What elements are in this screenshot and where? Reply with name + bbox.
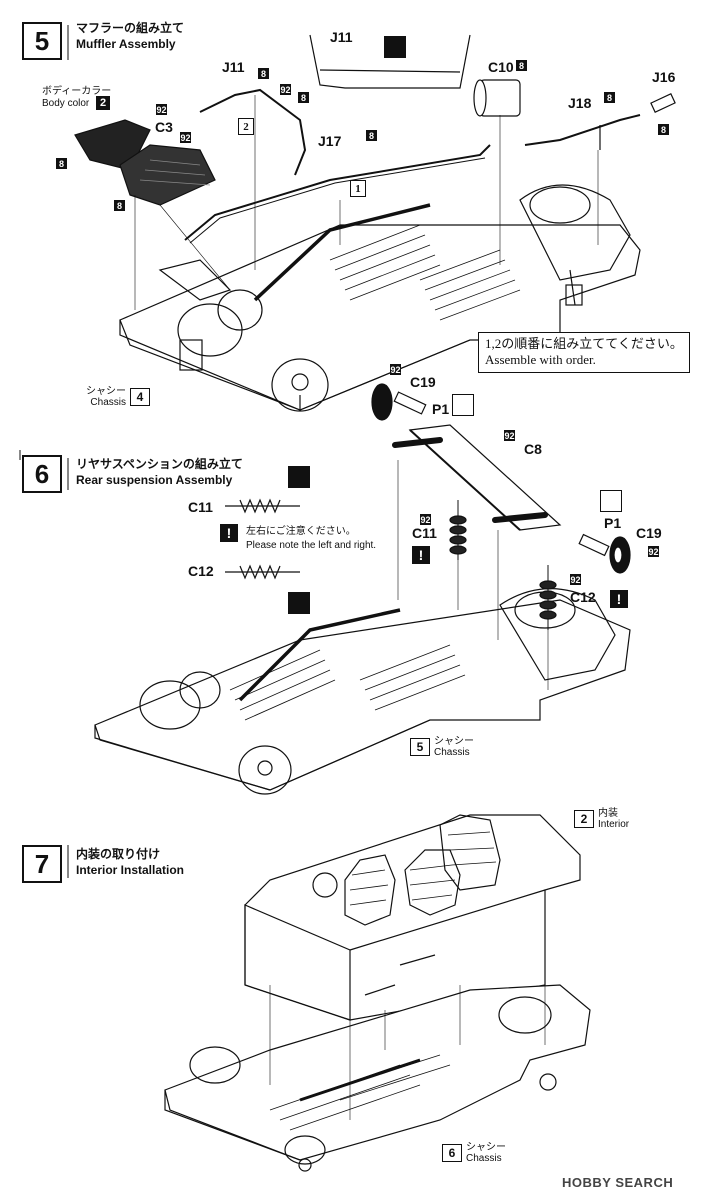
color-badge-92: 92 bbox=[420, 514, 431, 525]
part-j11-top: J11 bbox=[330, 29, 353, 45]
color-badge-8: 8 bbox=[604, 92, 615, 103]
part-c8: C8 bbox=[524, 441, 542, 457]
step7-interior-drawing bbox=[164, 814, 591, 1172]
lr-note-en: Please note the left and right. bbox=[246, 540, 377, 551]
caution-icon: ! bbox=[610, 590, 628, 608]
paint-icon bbox=[384, 36, 406, 58]
body-color-label-jp: ボディーカラー bbox=[42, 86, 112, 97]
color-badge-8: 8 bbox=[298, 92, 309, 103]
step7-title-en: Interior Installation bbox=[76, 863, 185, 877]
step6-number: 6 bbox=[22, 455, 62, 493]
chassis-ref-num: 4 bbox=[130, 388, 150, 406]
color-badge-8: 8 bbox=[658, 124, 669, 135]
color-badge-92: 92 bbox=[156, 104, 167, 115]
chassis-label-jp: シャシー bbox=[86, 386, 126, 397]
color-badge-92: 92 bbox=[570, 574, 581, 585]
chassis-label-jp: シャシー bbox=[434, 736, 474, 747]
step6-title-jp: リヤサスペンションの組み立て bbox=[76, 457, 243, 471]
chassis-label-en: Chassis bbox=[434, 747, 470, 758]
step5-title-jp: マフラーの組み立て bbox=[76, 21, 185, 35]
interior-ref-num: 2 bbox=[574, 810, 594, 828]
chassis-ref-num: 6 bbox=[442, 1144, 462, 1162]
part-j11-hanger: J11 bbox=[222, 59, 245, 75]
assembly-order-note: 1,2の順番に組み立ててください。 Assemble with order. bbox=[478, 332, 690, 373]
caution-icon: ! bbox=[412, 546, 430, 564]
lr-note-jp: 左右にご注意ください。 bbox=[246, 526, 356, 537]
step7-title-jp: 内装の取り付け bbox=[76, 847, 161, 861]
order-mark-2: 2 bbox=[238, 118, 254, 135]
color-badge-92: 92 bbox=[280, 84, 291, 95]
step7-interior-ref: 2 内装 Interior bbox=[574, 808, 629, 830]
part-c19-right: C19 bbox=[636, 525, 662, 541]
color-badge-92: 92 bbox=[648, 546, 659, 557]
part-c19-left: C19 bbox=[410, 374, 436, 390]
color-badge-8: 8 bbox=[516, 60, 527, 71]
step5-chassis-ref: シャシー Chassis 4 bbox=[86, 386, 150, 408]
assembly-order-note-en: Assemble with order. bbox=[485, 352, 596, 368]
step6-chassis-ref: 5 シャシー Chassis bbox=[410, 736, 474, 758]
step5-chassis-drawing bbox=[74, 34, 676, 412]
no-paint-icon bbox=[600, 490, 622, 512]
assembly-order-note-jp: 1,2の順番に組み立ててください。 bbox=[485, 336, 683, 351]
part-c12-detail: C12 bbox=[188, 563, 214, 579]
color-badge-8: 8 bbox=[258, 68, 269, 79]
watermark: HOBBY SEARCH bbox=[562, 1175, 674, 1190]
color-badge-92: 92 bbox=[390, 364, 401, 375]
chassis-label-jp: シャシー bbox=[466, 1142, 506, 1153]
paint-icon bbox=[288, 592, 310, 614]
part-j16: J16 bbox=[652, 69, 676, 85]
chassis-label-en: Chassis bbox=[466, 1153, 502, 1164]
color-badge-8: 8 bbox=[114, 200, 125, 211]
color-badge-92: 92 bbox=[180, 132, 191, 143]
step7-number: 7 bbox=[22, 845, 62, 883]
part-p1-right: P1 bbox=[604, 515, 622, 531]
step6-spring-detail bbox=[225, 498, 300, 580]
color-badge-8: 8 bbox=[366, 130, 377, 141]
step6-chassis-drawing bbox=[94, 383, 631, 795]
chassis-ref-num: 5 bbox=[410, 738, 430, 756]
part-j17: J17 bbox=[318, 133, 342, 149]
part-p1-left: P1 bbox=[432, 401, 450, 417]
body-color-label-en: Body color bbox=[42, 98, 90, 109]
part-j18: J18 bbox=[568, 95, 592, 111]
step6-title-en: Rear suspension Assembly bbox=[76, 473, 233, 487]
interior-label-jp: 内装 bbox=[598, 808, 618, 819]
part-c12-axle: C12 bbox=[570, 589, 596, 605]
part-c11-detail: C11 bbox=[188, 499, 213, 515]
interior-label-en: Interior bbox=[598, 819, 630, 830]
caution-icon: ! bbox=[220, 524, 238, 542]
part-c11-axle: C11 bbox=[412, 525, 437, 541]
color-badge-92: 92 bbox=[504, 430, 515, 441]
paint-icon bbox=[288, 466, 310, 488]
body-color-ref-box: 2 bbox=[96, 96, 110, 110]
step5-number: 5 bbox=[22, 22, 62, 60]
order-mark-1: 1 bbox=[350, 180, 366, 197]
color-badge-8: 8 bbox=[56, 158, 67, 169]
step7-chassis-ref: 6 シャシー Chassis bbox=[442, 1142, 506, 1164]
part-c10: C10 bbox=[488, 59, 514, 75]
part-c3: C3 bbox=[155, 119, 173, 135]
no-paint-icon bbox=[452, 394, 474, 416]
chassis-label-en: Chassis bbox=[90, 397, 126, 408]
step5-title-en: Muffler Assembly bbox=[76, 37, 176, 51]
